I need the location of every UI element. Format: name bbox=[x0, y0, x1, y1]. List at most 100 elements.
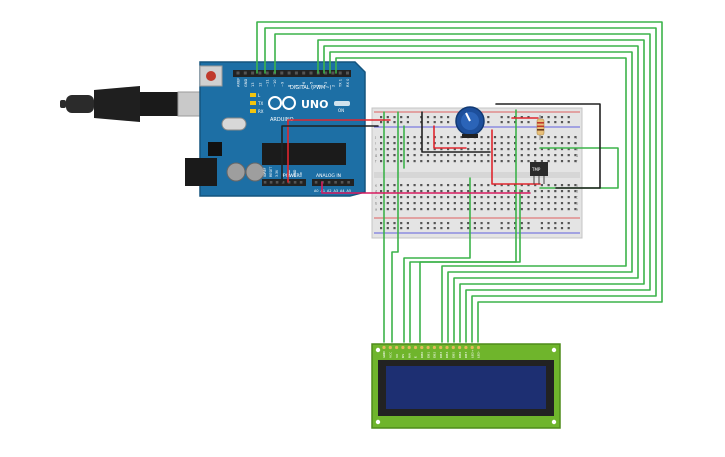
digital-pin-socket[interactable] bbox=[236, 71, 240, 75]
terminal-hole[interactable] bbox=[420, 208, 423, 211]
terminal-hole[interactable] bbox=[514, 190, 517, 193]
terminal-hole[interactable] bbox=[400, 184, 403, 187]
terminal-hole[interactable] bbox=[487, 190, 490, 193]
rail-hole[interactable] bbox=[426, 222, 430, 225]
rail-hole[interactable] bbox=[393, 116, 396, 119]
rail-hole[interactable] bbox=[487, 121, 490, 124]
rail-hole[interactable] bbox=[500, 116, 503, 119]
wire-5v-rail[interactable] bbox=[287, 119, 391, 183]
lcd-pin-pad[interactable] bbox=[407, 345, 411, 350]
rail-hole[interactable] bbox=[507, 222, 510, 225]
rail-hole[interactable] bbox=[540, 222, 543, 225]
rail-hole[interactable] bbox=[560, 227, 564, 230]
reset-button-cap[interactable] bbox=[206, 71, 216, 81]
terminal-hole[interactable] bbox=[386, 190, 389, 193]
rail-hole[interactable] bbox=[473, 222, 476, 225]
rail-hole[interactable] bbox=[447, 121, 450, 124]
terminal-hole[interactable] bbox=[560, 136, 564, 139]
power-pin-socket[interactable] bbox=[275, 181, 279, 184]
terminal-hole[interactable] bbox=[393, 160, 396, 163]
rail-hole[interactable] bbox=[527, 227, 530, 230]
terminal-hole[interactable] bbox=[487, 160, 490, 163]
terminal-hole[interactable] bbox=[380, 184, 383, 187]
terminal-hole[interactable] bbox=[534, 148, 537, 151]
rail-hole[interactable] bbox=[520, 222, 523, 225]
terminal-hole[interactable] bbox=[567, 190, 570, 193]
rail-hole[interactable] bbox=[426, 116, 430, 119]
terminal-hole[interactable] bbox=[493, 136, 497, 139]
lcd-pin-pad[interactable] bbox=[445, 345, 449, 350]
terminal-hole[interactable] bbox=[426, 208, 430, 211]
terminal-hole[interactable] bbox=[547, 154, 550, 157]
terminal-hole[interactable] bbox=[493, 190, 497, 193]
terminal-hole[interactable] bbox=[534, 196, 537, 199]
digital-pin-socket[interactable] bbox=[331, 71, 335, 75]
terminal-hole[interactable] bbox=[460, 160, 463, 163]
terminal-hole[interactable] bbox=[493, 196, 497, 199]
terminal-hole[interactable] bbox=[487, 154, 490, 157]
terminal-hole[interactable] bbox=[514, 136, 517, 139]
terminal-hole[interactable] bbox=[406, 136, 409, 139]
terminal-hole[interactable] bbox=[413, 196, 416, 199]
rail-hole[interactable] bbox=[386, 121, 389, 124]
rail-hole[interactable] bbox=[447, 222, 450, 225]
lcd-pin-pad[interactable] bbox=[470, 345, 474, 350]
terminal-hole[interactable] bbox=[560, 184, 564, 187]
terminal-hole[interactable] bbox=[426, 160, 430, 163]
terminal-hole[interactable] bbox=[540, 190, 543, 193]
terminal-hole[interactable] bbox=[473, 142, 476, 145]
lcd-pin-pad[interactable] bbox=[413, 345, 418, 350]
terminal-hole[interactable] bbox=[420, 160, 423, 163]
terminal-hole[interactable] bbox=[507, 184, 510, 187]
terminal-hole[interactable] bbox=[473, 196, 476, 199]
terminal-hole[interactable] bbox=[426, 184, 430, 187]
terminal-hole[interactable] bbox=[420, 190, 423, 193]
terminal-hole[interactable] bbox=[567, 142, 570, 145]
terminal-hole[interactable] bbox=[400, 208, 403, 211]
rail-hole[interactable] bbox=[467, 227, 470, 230]
terminal-hole[interactable] bbox=[386, 184, 389, 187]
terminal-hole[interactable] bbox=[514, 208, 517, 211]
terminal-hole[interactable] bbox=[540, 142, 543, 145]
terminal-hole[interactable] bbox=[507, 208, 510, 211]
terminal-hole[interactable] bbox=[467, 154, 470, 157]
rail-hole[interactable] bbox=[527, 121, 530, 124]
rail-hole[interactable] bbox=[527, 116, 530, 119]
rail-hole[interactable] bbox=[440, 116, 443, 119]
terminal-hole[interactable] bbox=[380, 196, 383, 199]
lcd-pin-pad[interactable] bbox=[458, 345, 462, 350]
rail-hole[interactable] bbox=[514, 222, 517, 225]
terminal-hole[interactable] bbox=[514, 148, 517, 151]
digital-pin-socket[interactable] bbox=[280, 71, 284, 75]
terminal-hole[interactable] bbox=[540, 196, 543, 199]
rail-hole[interactable] bbox=[520, 116, 523, 119]
potentiometer[interactable] bbox=[455, 106, 485, 138]
digital-pin-socket[interactable] bbox=[309, 71, 313, 75]
terminal-hole[interactable] bbox=[453, 142, 456, 145]
terminal-hole[interactable] bbox=[426, 136, 430, 139]
terminal-hole[interactable] bbox=[386, 148, 389, 151]
terminal-hole[interactable] bbox=[393, 154, 396, 157]
terminal-hole[interactable] bbox=[507, 160, 510, 163]
terminal-hole[interactable] bbox=[554, 154, 557, 157]
terminal-hole[interactable] bbox=[554, 160, 557, 163]
terminal-hole[interactable] bbox=[493, 154, 497, 157]
terminal-hole[interactable] bbox=[493, 148, 497, 151]
terminal-hole[interactable] bbox=[520, 190, 523, 193]
digital-pin-socket[interactable] bbox=[243, 71, 247, 75]
terminal-hole[interactable] bbox=[540, 202, 543, 205]
terminal-hole[interactable] bbox=[453, 154, 456, 157]
rail-hole[interactable] bbox=[380, 121, 383, 124]
terminal-hole[interactable] bbox=[473, 202, 476, 205]
terminal-hole[interactable] bbox=[554, 208, 557, 211]
terminal-hole[interactable] bbox=[400, 202, 403, 205]
wire-pot-gnd[interactable] bbox=[421, 111, 491, 153]
terminal-hole[interactable] bbox=[473, 148, 476, 151]
rail-hole[interactable] bbox=[500, 227, 503, 230]
wire-pin2-lcd[interactable] bbox=[329, 51, 633, 343]
terminal-hole[interactable] bbox=[493, 142, 497, 145]
lcd-pin-pad[interactable] bbox=[395, 345, 399, 350]
terminal-hole[interactable] bbox=[567, 160, 570, 163]
terminal-hole[interactable] bbox=[554, 142, 557, 145]
terminal-hole[interactable] bbox=[480, 148, 483, 151]
